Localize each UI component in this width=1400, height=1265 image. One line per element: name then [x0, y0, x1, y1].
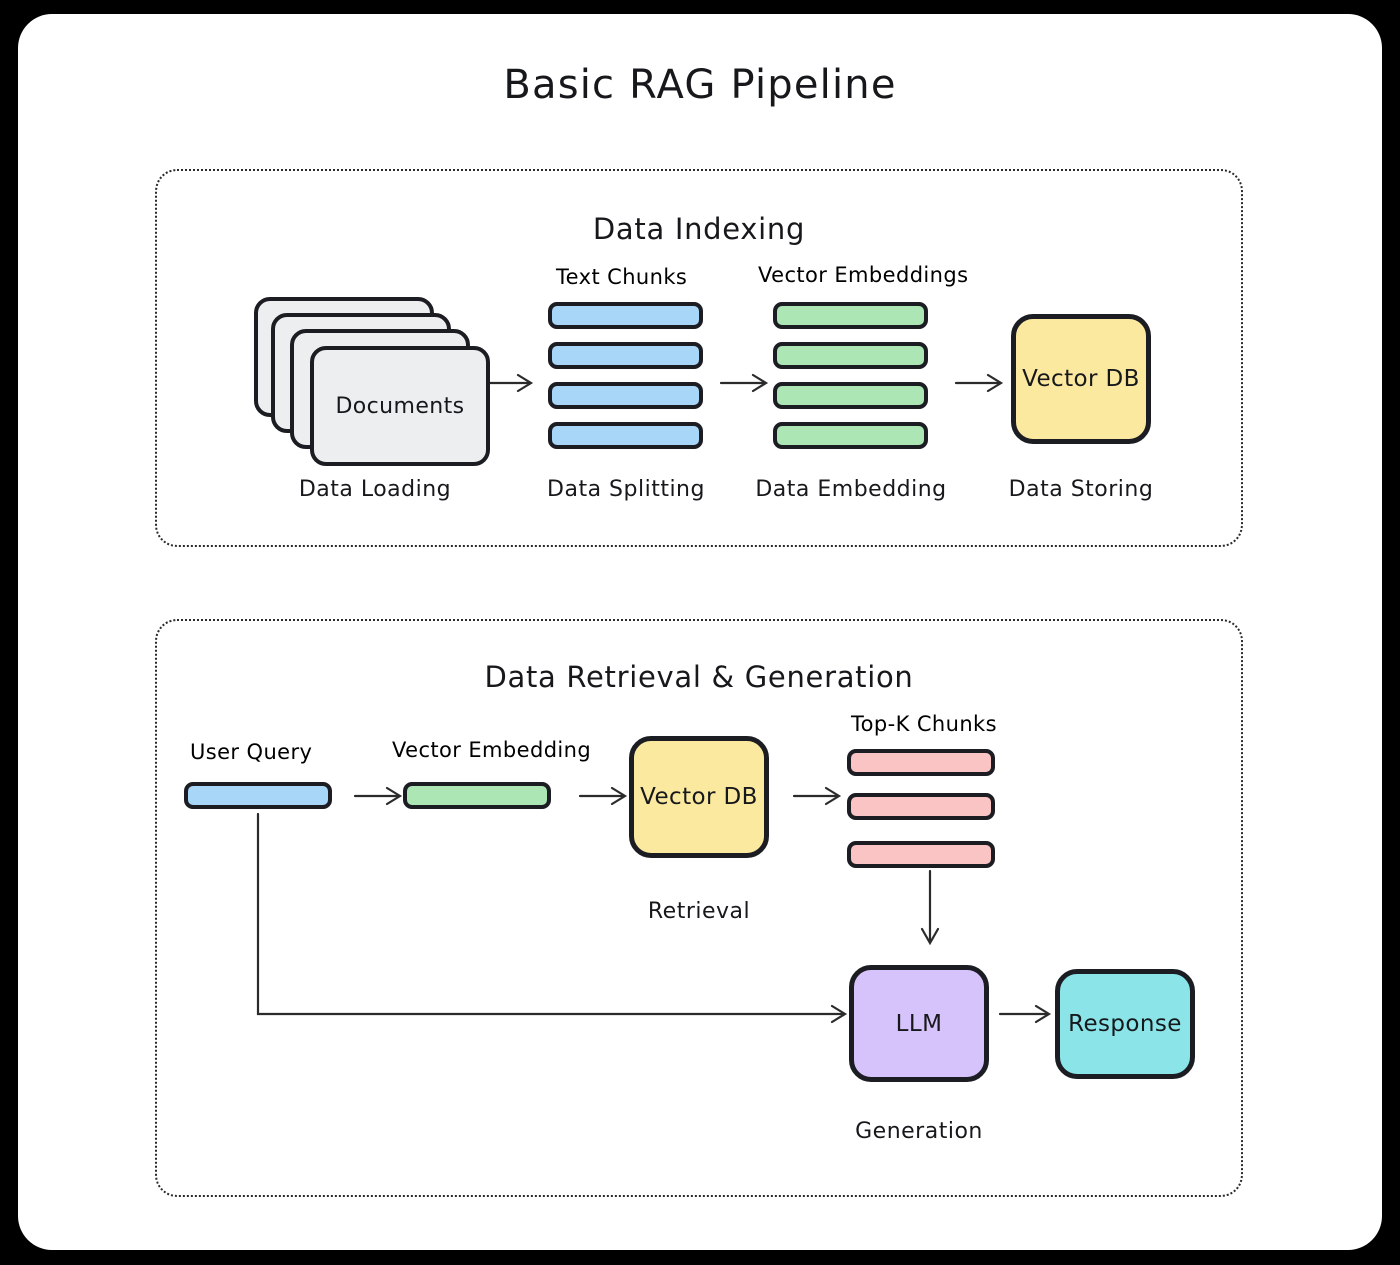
- vector-embedding-bar: [773, 342, 928, 369]
- section-data-retrieval-generation: Data Retrieval & Generation: [155, 619, 1243, 1197]
- vector-db-label: Vector DB: [1022, 366, 1140, 392]
- vector-embedding-bar: [773, 382, 928, 409]
- document-card-front: Documents: [310, 346, 490, 466]
- top-k-chunk-bar: [847, 793, 995, 820]
- vector-embedding-bar: [773, 302, 928, 329]
- documents-label: Documents: [335, 393, 465, 419]
- text-chunk-bar: [548, 422, 703, 449]
- group-label-text-chunks: Text Chunks: [556, 265, 688, 289]
- vector-db-label: Vector DB: [640, 784, 758, 810]
- group-label-user-query: User Query: [190, 740, 313, 764]
- response-box[interactable]: Response: [1055, 969, 1195, 1079]
- llm-label: LLM: [895, 1010, 943, 1037]
- text-chunk-bar: [548, 382, 703, 409]
- vector-db-box-retrieval[interactable]: Vector DB: [629, 736, 769, 858]
- vector-embedding-bar-single: [403, 782, 551, 809]
- page-title: Basic RAG Pipeline: [503, 62, 897, 108]
- diagram-canvas: Basic RAG Pipeline: [18, 14, 1382, 1250]
- response-label: Response: [1068, 1011, 1182, 1037]
- vector-embedding-bar: [773, 422, 928, 449]
- text-chunk-bar: [548, 342, 703, 369]
- top-k-chunk-bar: [847, 749, 995, 776]
- section-title-data-retrieval: Data Retrieval & Generation: [484, 660, 914, 694]
- stage-label-retrieval: Retrieval: [647, 899, 751, 924]
- documents-stack: Documents: [254, 297, 504, 467]
- llm-box[interactable]: LLM: [849, 965, 989, 1082]
- text-chunk-bar: [548, 302, 703, 329]
- group-label-vector-embedding: Vector Embedding: [392, 738, 592, 762]
- section-title-data-indexing: Data Indexing: [592, 212, 806, 246]
- section-data-indexing: Data Indexing: [155, 169, 1243, 547]
- vector-db-box-indexing[interactable]: Vector DB: [1011, 314, 1151, 444]
- top-k-chunk-bar: [847, 841, 995, 868]
- stage-label-data-storing: Data Storing: [1008, 477, 1154, 502]
- user-query-bar[interactable]: [184, 782, 332, 809]
- stage-label-data-loading: Data Loading: [298, 477, 452, 502]
- stage-label-generation: Generation: [855, 1119, 983, 1144]
- stage-label-data-splitting: Data Splitting: [547, 477, 705, 502]
- stage-label-data-embedding: Data Embedding: [755, 477, 947, 502]
- group-label-vector-embeddings: Vector Embeddings: [758, 263, 969, 287]
- group-label-top-k-chunks: Top-K Chunks: [851, 712, 997, 736]
